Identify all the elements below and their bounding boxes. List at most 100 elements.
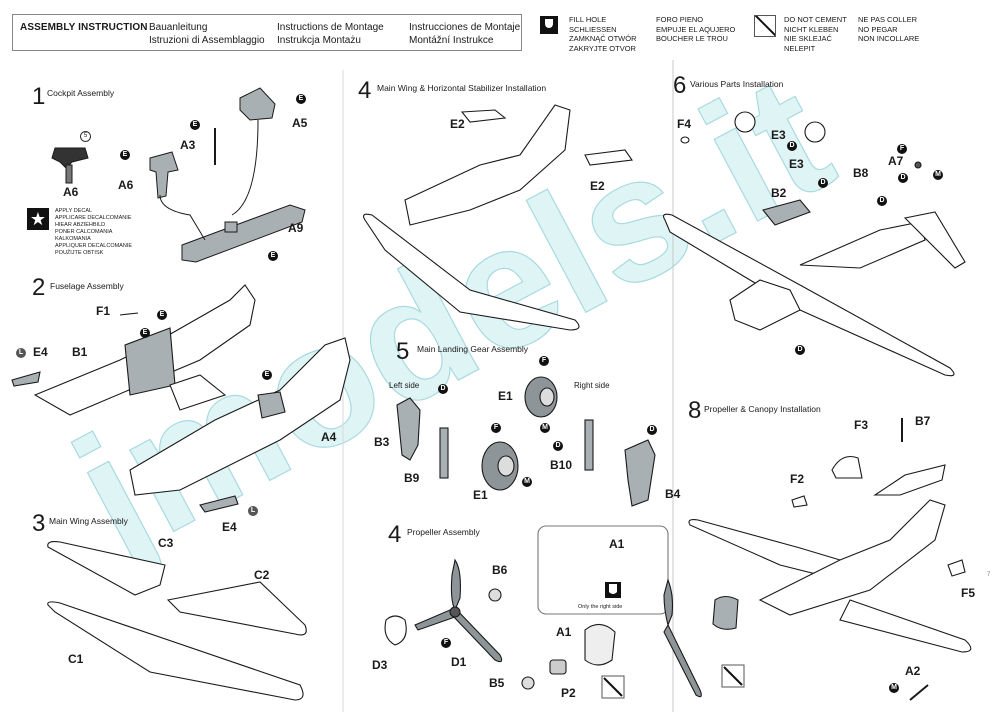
- language-pl: Instrukcja Montażu: [277, 35, 361, 46]
- part-label: A7: [888, 154, 904, 168]
- right-side-label: Right side: [574, 381, 610, 390]
- part-label: E1: [473, 488, 488, 502]
- part-label: D1: [451, 655, 467, 669]
- page-mark: 7: [987, 572, 991, 578]
- color-code-badge: 5: [80, 131, 91, 142]
- part-label: B6: [492, 563, 508, 577]
- color-code-badge: E: [268, 251, 278, 261]
- no-cement-legend-col-1: DO NOT CEMENT NICHT KLEBEN NIE SKLEJAĆ N…: [784, 15, 847, 53]
- left-side-label: Left side: [389, 381, 420, 390]
- part-label: A2: [905, 664, 921, 678]
- part-label: A1: [556, 625, 572, 639]
- color-code-badge: F: [491, 423, 501, 433]
- step4-art: [363, 104, 633, 331]
- legend-line: PONER CALCOMANIA: [55, 229, 113, 235]
- part-label: A6: [63, 185, 79, 199]
- part-label: B9: [404, 471, 420, 485]
- color-code-badge: F: [539, 356, 549, 366]
- step8-art: [663, 418, 972, 701]
- step2-art: [11, 284, 351, 513]
- part-label: B4: [665, 487, 681, 501]
- part-label: B8: [853, 166, 869, 180]
- language-cz: Montážní Instrukce: [409, 35, 494, 46]
- header-languages-col-1: Bauanleitung Istruzioni di Assemblaggio: [149, 21, 265, 47]
- no-cement-icon: [754, 15, 776, 37]
- part-label: E4: [222, 520, 237, 534]
- step-title: Main Landing Gear Assembly: [417, 344, 529, 354]
- legend-line: HIEAR ABZIEHBILD: [55, 222, 106, 228]
- fill-hole-legend-col-1: FILL HOLE SCHLIESSEN ZAMKNĄĆ OTWÓR ZAKRY…: [569, 15, 637, 53]
- no-cement-icon: [601, 675, 625, 699]
- part-label: C3: [158, 536, 174, 550]
- step-number: 2: [32, 274, 46, 301]
- color-code-badge: D: [438, 384, 448, 394]
- step-title: Various Parts Installation: [690, 79, 784, 89]
- legend-line: NON INCOLLARE: [858, 34, 920, 43]
- color-code-badge: F: [897, 144, 907, 154]
- language-it: Istruzioni di Assemblaggio: [149, 35, 265, 46]
- step-number: 4: [358, 77, 372, 104]
- part-label: F3: [854, 418, 869, 432]
- fill-hole-icon: [605, 582, 621, 598]
- decal-legend-text: APPLY DECAL APPLICARE DECALCOMANIE HIEAR…: [55, 208, 132, 257]
- part-label: A6: [118, 178, 134, 192]
- color-code-badge: D: [647, 425, 657, 435]
- color-code-badge: E: [157, 310, 167, 320]
- part-label: E2: [450, 117, 465, 131]
- legend-line: NO PEGAR: [858, 24, 898, 34]
- step-number: 5: [396, 338, 410, 365]
- part-label: A5: [292, 116, 308, 130]
- part-label: E4: [33, 345, 48, 359]
- inset-note: Only the right side: [578, 604, 623, 610]
- legend-line: APPLICARE DECALCOMANIE: [55, 215, 132, 221]
- part-label: A4: [321, 430, 337, 444]
- legend-line: APPLY DECAL: [55, 208, 93, 214]
- fill-hole-legend-col-2: FORO PIENO EMPUJE EL AQUJERO BOUCHER LE …: [656, 15, 735, 44]
- step6-art: [663, 111, 966, 377]
- legend-line: ZAMKNĄĆ OTWÓR: [569, 34, 637, 43]
- header-box: [12, 14, 522, 51]
- no-cement-legend-col-2: NE PAS COLLER NO PEGAR NON INCOLLARE: [858, 15, 919, 44]
- legend-line: POUŽIJTE OBTISK: [55, 250, 104, 256]
- legend-line: NIE SKLEJAĆ: [784, 34, 832, 43]
- color-code-badge: F: [441, 638, 451, 648]
- color-code-badge: D: [818, 178, 828, 188]
- color-code-badge: D: [898, 173, 908, 183]
- legend-line: NICHT KLEBEN: [784, 24, 839, 34]
- color-code-badge: L: [248, 506, 258, 516]
- part-label: B3: [374, 435, 390, 449]
- star-decal-icon: ★: [27, 208, 49, 230]
- language-es: Instrucciones de Montaje: [409, 22, 521, 33]
- part-label: F2: [790, 472, 805, 486]
- color-code-badge: D: [877, 196, 887, 206]
- part-label: F5: [961, 586, 976, 600]
- step-title: Propeller Assembly: [407, 527, 480, 537]
- color-code-badge: M: [889, 683, 899, 693]
- part-label: E3: [789, 157, 804, 171]
- color-code-badge: M: [933, 170, 943, 180]
- color-code-badge: E: [140, 328, 150, 338]
- color-code-badge: E: [262, 370, 272, 380]
- part-label: F1: [96, 304, 111, 318]
- part-label: A9: [288, 221, 304, 235]
- step-title: Main Wing Assembly: [49, 516, 128, 526]
- step-title: Main Wing & Horizontal Stabilizer Instal…: [377, 83, 547, 93]
- part-label: A1: [609, 537, 625, 551]
- part-label: B5: [489, 676, 505, 690]
- part-label: B2: [771, 186, 787, 200]
- color-code-badge: M: [522, 477, 532, 487]
- step-number: 4: [388, 521, 402, 548]
- prop-assembly-art: [384, 525, 669, 690]
- header-title: ASSEMBLY INSTRUCTION: [20, 22, 148, 33]
- fill-hole-icon: [540, 16, 558, 34]
- part-label: B10: [550, 458, 573, 472]
- part-label: B7: [915, 414, 931, 428]
- step-title: Propeller & Canopy Installation: [704, 404, 821, 414]
- header-languages-col-2: Instructions de Montage Instrukcja Monta…: [277, 21, 384, 47]
- part-label: E2: [590, 179, 605, 193]
- legend-line: EMPUJE EL AQUJERO: [656, 24, 736, 34]
- color-code-badge: E: [296, 94, 306, 104]
- part-label: C2: [254, 568, 270, 582]
- step-title: Fuselage Assembly: [50, 281, 124, 291]
